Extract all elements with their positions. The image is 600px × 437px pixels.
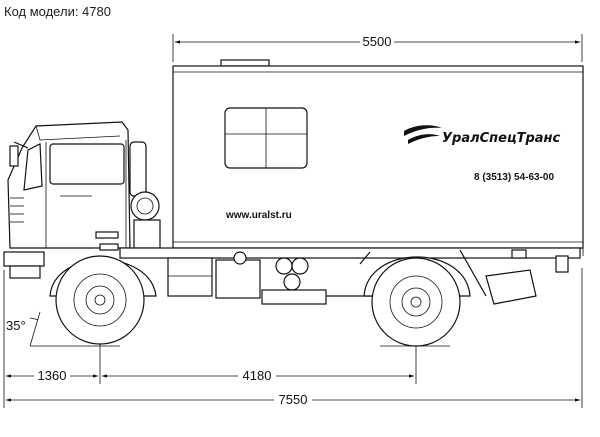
front-overhang-label: 1360 bbox=[38, 368, 67, 383]
body-length-dimension: 5500 bbox=[172, 34, 583, 62]
approach-angle-dimension: 35° bbox=[6, 311, 41, 347]
front-overhang-dimension: 1360 bbox=[5, 368, 99, 383]
cargo-body: УралСпецТранс 8 (3513) 54-63-00 www.ural… bbox=[172, 59, 584, 256]
body-window bbox=[224, 107, 308, 169]
overall-length-dimension: 7550 bbox=[5, 392, 581, 407]
website-url: www.uralst.ru bbox=[225, 210, 292, 221]
chassis-frame bbox=[119, 247, 581, 305]
body-length-label: 5500 bbox=[363, 34, 392, 49]
air-intake bbox=[129, 141, 161, 249]
model-code-label: Код модели: 4780 bbox=[4, 4, 111, 19]
overall-length-label: 7550 bbox=[279, 392, 308, 407]
phone-number: 8 (3513) 54-63-00 bbox=[474, 172, 554, 183]
wheelbase-dimension: 4180 bbox=[101, 368, 415, 383]
truck-cab bbox=[3, 121, 131, 279]
brand-logo-icon bbox=[404, 125, 442, 144]
rear-wheel bbox=[363, 256, 471, 347]
approach-angle-label: 35° bbox=[6, 318, 26, 333]
front-wheel bbox=[49, 255, 157, 345]
brand-name: УралСпецТранс bbox=[442, 131, 561, 146]
wheelbase-label: 4180 bbox=[243, 368, 272, 383]
